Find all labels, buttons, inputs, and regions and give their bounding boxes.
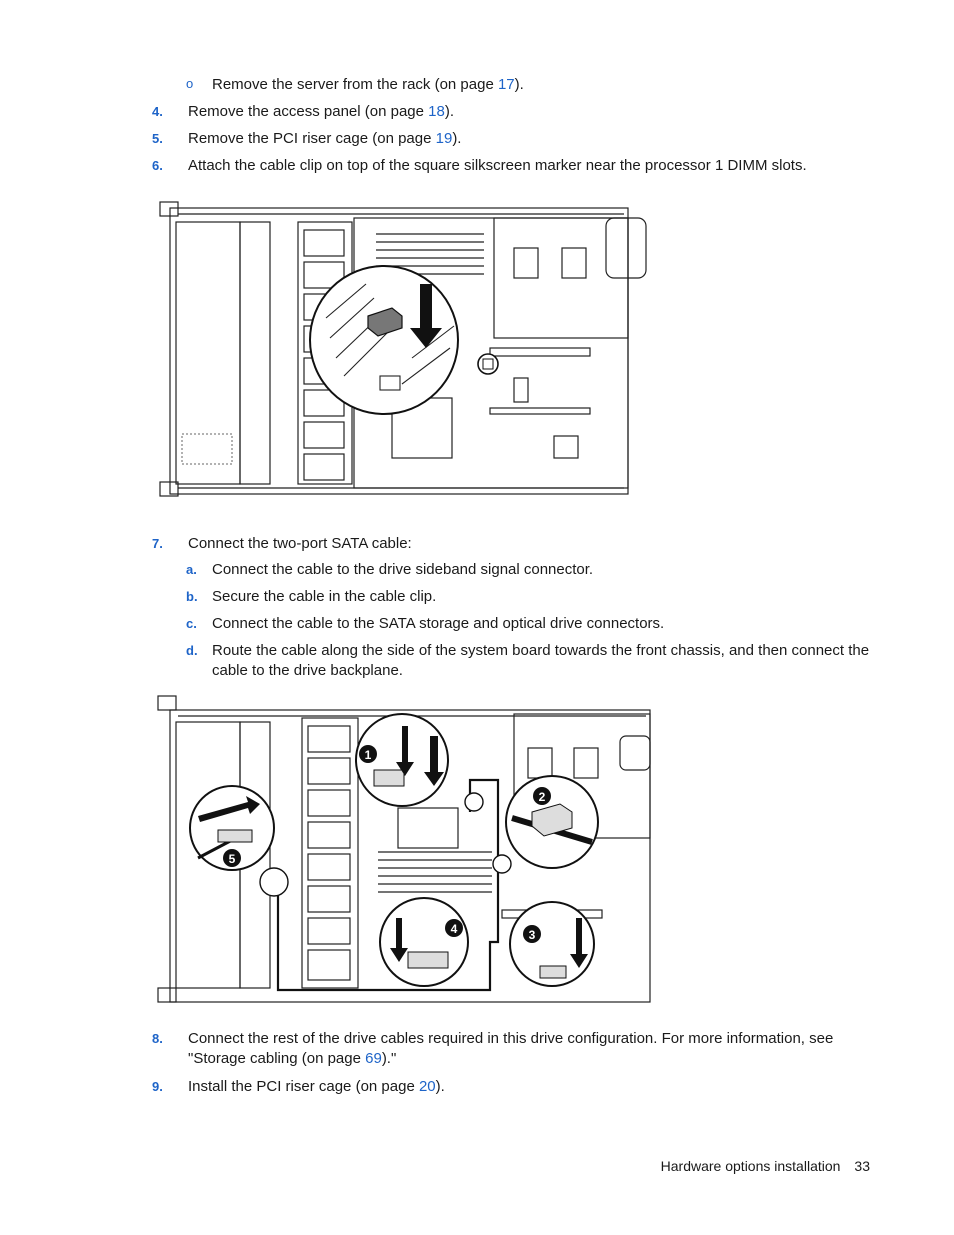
page-link-20[interactable]: 20 [418,1078,436,1095]
step-remove-server-text: Remove the server from the rack (on page… [212,75,870,95]
step-text: Remove the access panel (on page [188,103,429,120]
substep-letter: b. [186,589,198,604]
step-text: Install the PCI riser cage (on page [188,1078,419,1095]
step-number: 6. [152,158,163,173]
callout-4: 4 [451,922,458,936]
step-text-end: ). [444,103,455,120]
step-text: Connect the rest of the drive cables req… [188,1030,834,1067]
step-number: 7. [152,536,163,551]
footer-section-title: Hardware options installation [660,1158,841,1174]
page-footer: Hardware options installation 33 [647,1158,870,1174]
step-text: Attach the cable clip on top of the squa… [188,157,807,174]
step-text-end: ). [514,76,524,93]
step-number: 9. [152,1079,163,1094]
substep-letter: c. [186,616,197,631]
substep-text: Connect the cable to the SATA storage an… [212,615,665,632]
page-link-18[interactable]: 18 [428,103,445,120]
step-number: 5. [152,131,163,146]
substep-letter: d. [186,643,198,658]
callout-3: 3 [529,928,536,942]
list-bullet: o [186,76,194,91]
step-text-end: ). [435,1078,445,1095]
substep-text: Connect the cable to the drive sideband … [212,561,594,578]
callout-5: 5 [229,852,236,866]
step-text-end: )." [381,1050,397,1067]
step-number: 4. [152,104,163,119]
substep-letter: a. [186,562,197,577]
step-text-end: ). [452,130,462,147]
page-link-69[interactable]: 69 [365,1050,382,1067]
step-text: Remove the server from the rack (on page [212,76,498,93]
page-link-17[interactable]: 17 [497,76,515,93]
step-text: Remove the PCI riser cage (on page [188,130,436,147]
callout-1: 1 [365,748,372,762]
page-number: 33 [854,1158,870,1174]
figure-cable-clip-install [159,201,647,497]
callout-2: 2 [539,790,546,804]
page-link-19[interactable]: 19 [435,130,453,147]
step-number: 8. [152,1031,163,1046]
substep-text: Secure the cable in the cable clip. [212,588,437,605]
substep-text: Route the cable along the side of the sy… [212,642,870,679]
step-text: Connect the two-port SATA cable: [188,535,412,552]
figure-sata-cable-routing: 1 2 3 4 5 [157,695,651,1003]
